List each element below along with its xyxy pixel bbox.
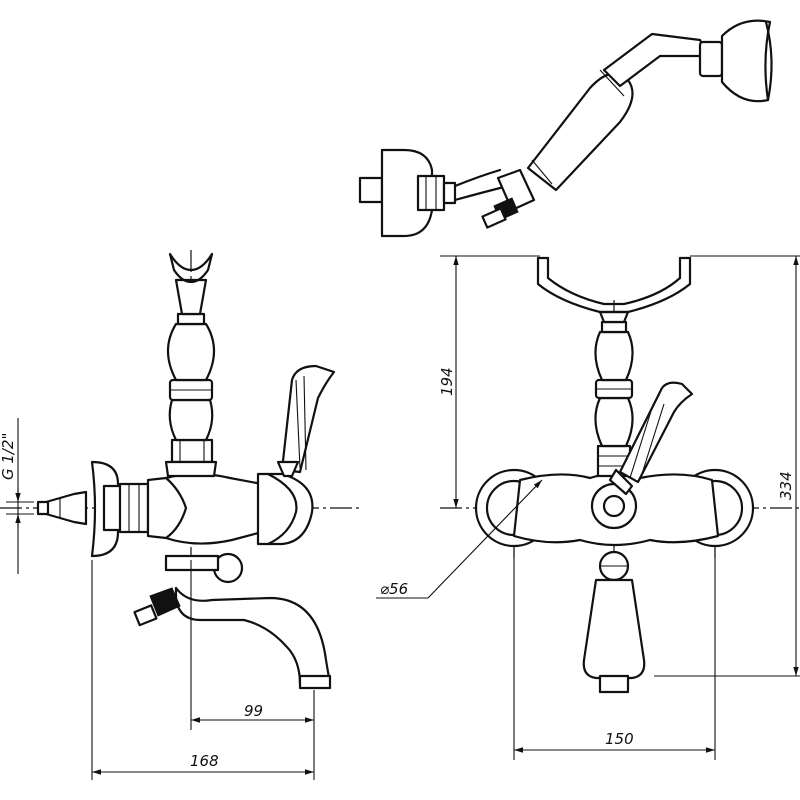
dim-thread: G 1/2": [0, 433, 17, 480]
wall-pipe: [44, 490, 88, 526]
shower-head-collar: [698, 40, 724, 78]
front-view: 194 334 ⌀56 150: [376, 255, 800, 760]
dim-flange-diameter: ⌀56: [380, 580, 408, 598]
shower-handle: [526, 72, 634, 192]
side-column: [170, 438, 214, 464]
mixer-body: [146, 472, 264, 545]
front-holder: [536, 256, 692, 314]
spout: [174, 586, 332, 686]
dim-total-height: 334: [777, 471, 795, 500]
dim-total-depth: 168: [190, 752, 219, 770]
shower-nut: [416, 174, 446, 212]
front-spout-outlet: [598, 674, 630, 694]
front-spout: [582, 578, 646, 680]
union-nut: [118, 482, 150, 534]
hand-shower: [358, 19, 773, 238]
side-lever-cap: [256, 472, 314, 546]
front-lever: [618, 381, 694, 484]
dim-spout-reach: 99: [244, 702, 263, 720]
shower-connector: [496, 168, 536, 212]
side-holder: [168, 252, 214, 284]
side-view: G 1/2" 99 168: [0, 250, 360, 780]
side-lever: [280, 364, 336, 474]
shower-head: [720, 19, 772, 103]
dim-centers: 150: [605, 730, 634, 748]
shower-wall-stub: [358, 176, 384, 204]
dim-bracket-height: 194: [438, 367, 456, 396]
